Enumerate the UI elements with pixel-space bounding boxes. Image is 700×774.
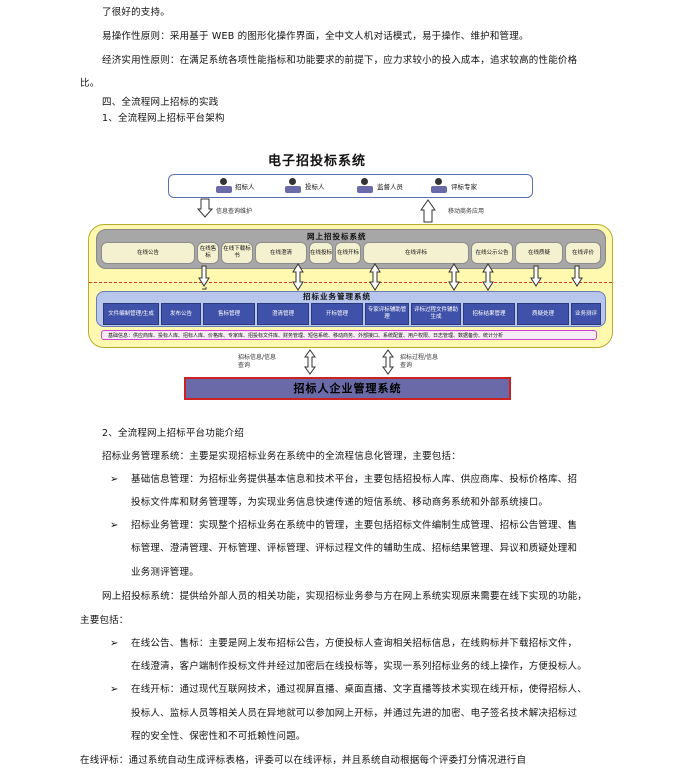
module-online-opening: 在线开标 — [335, 242, 361, 264]
note-info-maintenance: 信息查询维护 — [216, 208, 253, 215]
module-publish-notice: 发布公告 — [161, 303, 201, 325]
module-online-objection: 在线质疑 — [515, 242, 563, 264]
double-arrow-icon — [196, 198, 583, 375]
online-bidding-system-panel: 网上招投标系统 在线公告 在线售标 在线下载标书 在线澄清 在线投标 在线开标 … — [96, 229, 606, 269]
supervisor-user-icon — [357, 178, 373, 193]
section-heading-4: 四、全流程网上招标的实践 — [102, 97, 219, 108]
bullet-basic-info-line2: 投标文件库和财务管理等，为实现业务信息快速传递的短信系统、移动商务系统和外部系统… — [131, 497, 549, 508]
module-sale-management: 售标管理 — [203, 303, 255, 325]
module-document-preparation: 文件编制管理/生成 — [103, 303, 159, 325]
note-bidding-process-query: 招标过程/信息查询 — [400, 354, 439, 369]
enterprise-management-system: 招标人企业管理系统 — [184, 377, 511, 400]
bullet-business-line3: 业务测评管理。 — [131, 567, 199, 578]
bullet-online-opening-line3: 程的安全性、保密性和不可抵赖性问题。 — [131, 731, 306, 742]
diagram-arrows — [196, 198, 583, 375]
note-bidding-info-query: 招标信息/信息查询 — [238, 354, 277, 369]
bidder-user-icon — [216, 178, 232, 193]
module-business-rating: 业务测评 — [571, 303, 601, 325]
module-online-download: 在线下载标书 — [221, 242, 253, 264]
bullet-online-notice-line1: 在线公告、售标：主要是网上发布招标公告，方便投标人查询相关招标信息，在线购标并下… — [131, 638, 578, 649]
bidder-user-icon — [285, 178, 301, 193]
bullet-arrow-icon: ➢ — [110, 520, 119, 531]
paragraph-online-system-line2: 主要包括： — [80, 615, 129, 626]
note-mobile-commerce: 移动商务应用 — [448, 208, 485, 215]
module-clarify-management: 澄清管理 — [257, 303, 309, 325]
user-label-expert: 评标专家 — [451, 183, 477, 191]
paragraph-economy-line1: 经济实用性原则：在满足系统各项性能指标和功能要求的前提下，应力求较小的投入成本，… — [102, 55, 578, 66]
bullet-basic-info-line1: 基础信息管理：为招标业务提供基本信息和技术平台，主要包括招投标人库、供应商库、投… — [131, 474, 578, 485]
module-opening-management: 开标管理 — [311, 303, 363, 325]
paragraph-economy-line2: 比。 — [80, 78, 100, 89]
module-online-notice: 在线公告 — [101, 242, 195, 264]
paragraph-online-evaluation: 在线评标：通过系统自动生成评标表格，评委可以在线评标，并且系统自动根据每个评委打… — [80, 755, 527, 766]
user-label-supervisor: 监督人员 — [377, 183, 403, 191]
bullet-arrow-icon: ➢ — [110, 684, 119, 695]
bullet-online-opening-line2: 投标人、监标人员等相关人员在异地就可以参加网上开标，并通过先进的加密、电子签名技… — [131, 708, 578, 719]
module-result-management: 招标结果管理 — [463, 303, 515, 325]
bullet-business-line2: 标管理、澄清管理、开标管理、评标管理、评标过程文件的辅助生成、招标结果管理、异议… — [131, 543, 578, 554]
module-online-publicity: 在线公示公告 — [471, 242, 513, 264]
online-bidding-system-title: 网上招投标系统 — [307, 232, 367, 241]
bullet-online-opening-line1: 在线开标：通过现代互联网技术，通过视屏直播、桌面直播、文字直播等技术实现在线开标… — [131, 684, 587, 695]
module-online-sale: 在线售标 — [197, 242, 219, 264]
paragraph-support: 了很好的支持。 — [102, 7, 170, 18]
module-online-evaluation: 在线评标 — [363, 242, 469, 264]
bidding-management-system-title: 招标业务管理系统 — [303, 292, 371, 301]
paragraph-usability: 易操作性原则：采用基于 WEB 的图形化操作界面，全中文人机对话模式，易于操作、… — [102, 31, 529, 42]
basic-info-strip: 基础信息：供应商库、投标人库、招标人库、价格库、专家库、招投标文件库、财务管理、… — [101, 330, 597, 340]
module-online-rating: 在线评价 — [565, 242, 601, 264]
paragraph-online-system-line1: 网上招投标系统：提供给外部人员的相关功能，实现招标业务参与方在网上系统实现原来需… — [102, 591, 588, 602]
diagram-title: 电子招投标系统 — [268, 154, 367, 169]
bullet-business-line1: 招标业务管理：实现整个招标业务在系统中的管理，主要包括招标文件编制生成管理、招标… — [131, 520, 578, 531]
paragraph-management-system: 招标业务管理系统：主要是实现招标业务在系统中的全流程信息化管理，主要包括： — [102, 451, 461, 462]
bidding-management-system-panel: 招标业务管理系统 文件编制管理/生成 发布公告 售标管理 澄清管理 开标管理 专… — [96, 291, 606, 327]
module-online-clarify: 在线澄清 — [255, 242, 307, 264]
module-online-submit: 在线投标 — [309, 242, 333, 264]
user-label-bidder: 投标人 — [305, 183, 325, 191]
module-expert-evaluation: 专家评标辅助管理 — [365, 303, 409, 325]
bullet-arrow-icon: ➢ — [110, 474, 119, 485]
module-objection-handling: 质疑处理 — [517, 303, 569, 325]
system-container: 网上招投标系统 在线公告 在线售标 在线下载标书 在线澄清 在线投标 在线开标 … — [88, 224, 613, 348]
subsection-heading-1: 1、全流程网上招标平台架构 — [102, 113, 225, 124]
bullet-online-notice-line2: 在线澄清，客户端制作投标文件并经过加密后在线投标等，实现一系列招标业务的线上操作… — [131, 661, 587, 672]
expert-user-icon — [431, 178, 447, 193]
architecture-diagram: 电子招投标系统 招标人 投标人 监督人员 评标专家 信息查询维护 移动商务应用 … — [88, 146, 628, 406]
module-process-documents: 评标过程文件辅助生成 — [411, 303, 461, 325]
subsection-heading-2: 2、全流程网上招标平台功能介绍 — [102, 428, 245, 439]
user-label-tenderer: 招标人 — [235, 183, 255, 191]
users-box: 招标人 投标人 监督人员 评标专家 — [168, 174, 533, 198]
boundary-red-dashed-line — [89, 282, 612, 283]
bullet-arrow-icon: ➢ — [110, 638, 119, 649]
